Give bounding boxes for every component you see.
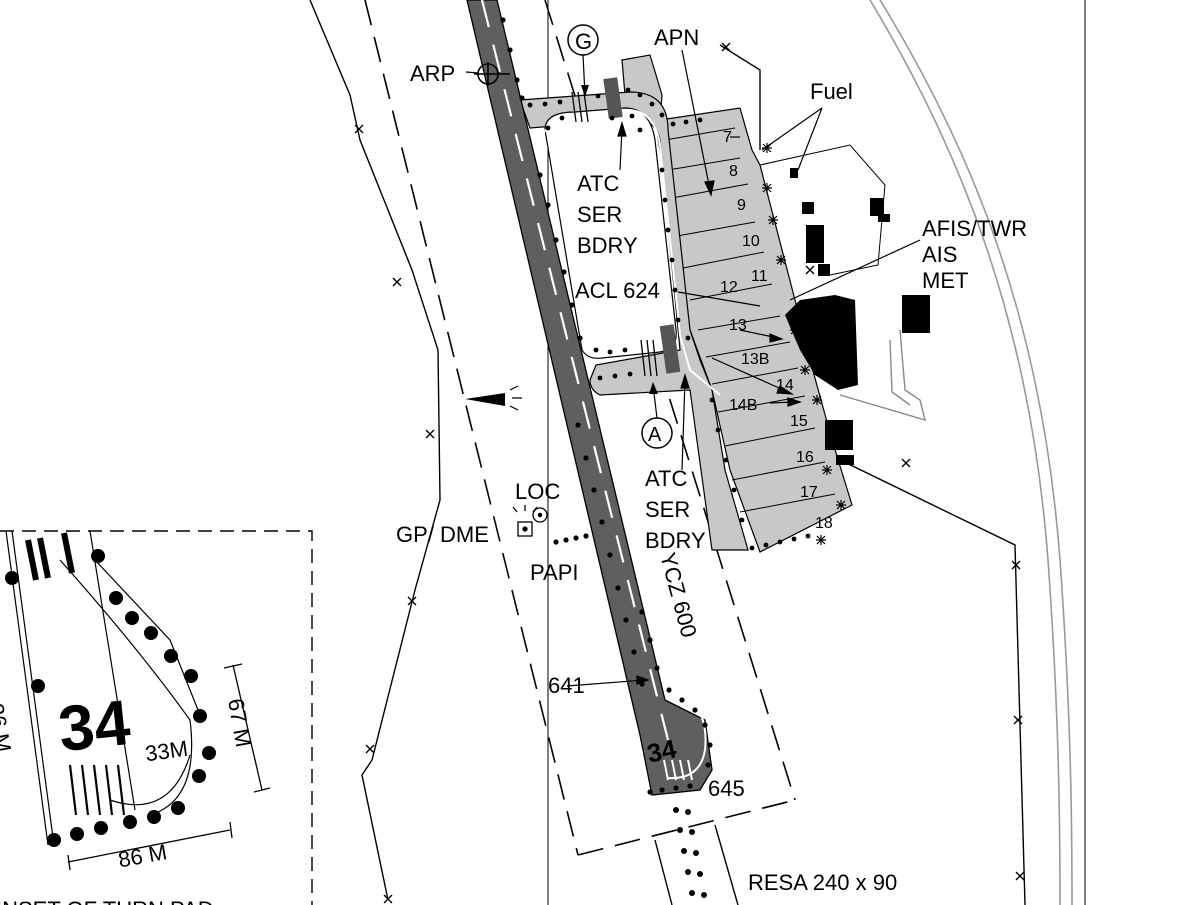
papi-label: PAPI: [530, 560, 579, 585]
acl-label: ACL 624: [575, 278, 660, 303]
terminal-area: [759, 144, 930, 465]
stand-numbers: 7 8 9 10 11 12 13 13B 14 14B 15 16 17 18: [720, 129, 833, 532]
stand-lines: [664, 127, 836, 513]
gp-dme-label: GP/ DME: [396, 522, 489, 547]
arp-label: ARP: [410, 61, 455, 86]
inset-turn-pad: 34 33M 86 M 67 M 36 M INSET OF TURN PAD: [0, 530, 313, 905]
resa-label: RESA 240 x 90: [748, 870, 897, 895]
stand-13b: 13B: [741, 351, 769, 368]
atc-lower-line-3: BDRY: [645, 528, 706, 553]
stand-8: 8: [729, 163, 738, 180]
elevation-641: 641: [548, 673, 585, 698]
taxiway-edge-lights: [527, 87, 811, 551]
runway-edge-lights: [500, 17, 713, 795]
fuel-label: Fuel: [810, 79, 853, 104]
loc-label: LOC: [515, 479, 560, 504]
stand-11: 11: [751, 268, 768, 285]
atc-line-3: BDRY: [577, 233, 638, 258]
stand-13: 13: [729, 317, 747, 334]
taxiways: [519, 77, 749, 551]
inset-edge-lights: [5, 549, 216, 847]
inset-title: INSET OF TURN PAD: [0, 897, 214, 905]
windsock-icon: [465, 385, 522, 411]
afis-line-1: AFIS/TWR: [922, 216, 1027, 241]
atc-line-1: ATC: [577, 171, 619, 196]
runway-elevation-label: YCZ 600: [655, 550, 702, 640]
afis-line-2: AIS: [922, 242, 957, 267]
svg-text:A: A: [648, 424, 662, 446]
inset-dim-33m: 33M: [144, 736, 190, 767]
stand-17: 17: [800, 484, 818, 501]
atc-line-2: SER: [577, 202, 622, 227]
atc-lower-line-1: ATC: [645, 466, 687, 491]
stand-18: 18: [815, 515, 833, 532]
resa-area: [654, 824, 739, 905]
afis-line-3: MET: [922, 268, 968, 293]
inset-runway-number: 34: [55, 686, 134, 765]
approach-lights: [673, 807, 707, 898]
stand-16: 16: [796, 449, 814, 466]
perimeter-road: [869, 0, 1073, 905]
runway-designator: 34: [644, 733, 679, 768]
stand-15: 15: [790, 413, 808, 430]
apron-label: APN: [654, 25, 699, 50]
marker-a: A: [641, 382, 673, 449]
stand-9: 9: [737, 197, 746, 214]
atc-lower-line-2: SER: [645, 497, 690, 522]
runway: 34: [466, 0, 713, 796]
arp-symbol: [474, 62, 510, 86]
stand-14b: 14B: [729, 397, 757, 414]
papi-lights: [553, 533, 589, 545]
stand-10: 10: [742, 233, 760, 250]
stand-14: 14: [776, 377, 794, 394]
leader-lines: [465, 49, 921, 687]
marker-g: G: [567, 24, 599, 97]
svg-text:G: G: [575, 29, 592, 54]
stand-12: 12: [720, 279, 738, 296]
elevation-645: 645: [708, 776, 745, 801]
stand-7: 7: [723, 129, 732, 146]
nav-aid-icons: [512, 505, 548, 537]
